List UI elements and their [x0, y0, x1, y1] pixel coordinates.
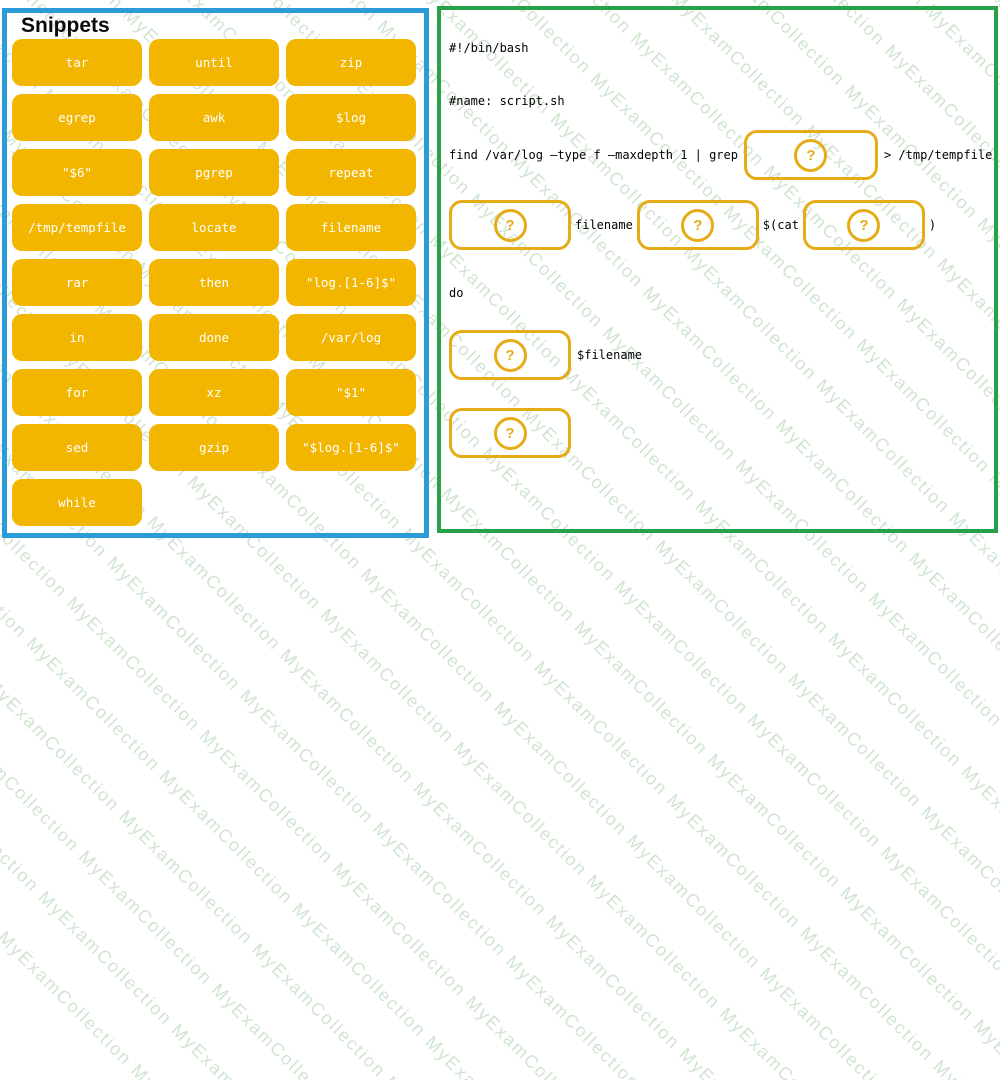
drop-zone-grep-pattern[interactable]: ?	[743, 130, 878, 180]
snippet-tile-var-log[interactable]: /var/log	[286, 314, 416, 361]
snippet-tile-tar[interactable]: tar	[12, 39, 142, 86]
find-prefix-text: find /var/log –type f –maxdepth 1 | grep	[449, 148, 738, 162]
question-mark-icon: ?	[681, 208, 715, 242]
question-mark-icon: ?	[493, 338, 527, 372]
name-comment-text: #name: script.sh	[449, 94, 565, 108]
snippet-tile-locate[interactable]: locate	[149, 204, 279, 251]
do-keyword-text: do	[449, 286, 464, 300]
snippet-tile-dollar-6[interactable]: "$6"	[12, 149, 142, 196]
question-mark-glyph: ?	[505, 346, 515, 364]
script-line-loop: ? filename ? $(cat ? )	[449, 200, 936, 250]
snippet-tile-xz[interactable]: xz	[149, 369, 279, 416]
snippet-tile-sed[interactable]: sed	[12, 424, 142, 471]
script-line-shebang: #!/bin/bash	[449, 41, 528, 55]
snippet-tile-awk[interactable]: awk	[149, 94, 279, 141]
question-mark-icon: ?	[847, 208, 881, 242]
snippet-tile-dollar-log[interactable]: $log	[286, 94, 416, 141]
drop-zone-in-operator[interactable]: ?	[636, 200, 759, 250]
close-paren-text: )	[928, 218, 937, 232]
snippet-tile-grid: tar until zip egrep awk $log "$6" pgrep …	[7, 37, 424, 526]
snippets-title: Snippets	[21, 14, 110, 37]
script-line-find: find /var/log –type f –maxdepth 1 | grep…	[449, 130, 992, 180]
snippet-tile-until[interactable]: until	[149, 39, 279, 86]
question-mark-glyph: ?	[806, 146, 816, 164]
cat-open-text: $(cat	[762, 218, 799, 232]
loop-variable-text: filename	[575, 218, 633, 232]
snippet-tile-egrep[interactable]: egrep	[12, 94, 142, 141]
snippet-tile-done[interactable]: done	[149, 314, 279, 361]
script-line-body: ? $filename	[449, 330, 642, 380]
snippet-tile-repeat[interactable]: repeat	[286, 149, 416, 196]
question-mark-icon: ?	[493, 208, 527, 242]
snippet-tile-log-1-6[interactable]: "log.[1-6]$"	[286, 259, 416, 306]
find-suffix-text: > /tmp/tempfile	[883, 148, 993, 162]
snippet-tile-while[interactable]: while	[12, 479, 142, 526]
shebang-text: #!/bin/bash	[449, 41, 529, 55]
question-mark-icon: ?	[493, 416, 527, 450]
drop-zone-loop-keyword[interactable]: ?	[449, 200, 571, 250]
script-line-do: do	[449, 286, 463, 300]
question-mark-glyph: ?	[505, 216, 515, 234]
snippet-tile-dollar-log-1-6[interactable]: "$log.[1-6]$"	[286, 424, 416, 471]
snippet-tile-zip[interactable]: zip	[286, 39, 416, 86]
drop-zone-body-command[interactable]: ?	[449, 330, 571, 380]
question-mark-icon: ?	[794, 138, 828, 172]
snippet-tile-for[interactable]: for	[12, 369, 142, 416]
drop-zone-loop-end[interactable]: ?	[449, 408, 571, 458]
snippet-tile-gzip[interactable]: gzip	[149, 424, 279, 471]
drop-zone-cat-argument[interactable]: ?	[802, 200, 925, 250]
question-mark-glyph: ?	[859, 216, 869, 234]
snippet-tile-rar[interactable]: rar	[12, 259, 142, 306]
snippets-panel: Snippets tar until zip egrep awk $log "$…	[2, 8, 429, 538]
script-line-loop-end: ?	[449, 408, 571, 458]
body-arg-text: $filename	[577, 348, 643, 362]
snippet-tile-in[interactable]: in	[12, 314, 142, 361]
snippet-tile-filename[interactable]: filename	[286, 204, 416, 251]
script-panel: #!/bin/bash #name: script.sh find /var/l…	[437, 6, 998, 533]
snippet-tile-pgrep[interactable]: pgrep	[149, 149, 279, 196]
snippet-tile-then[interactable]: then	[149, 259, 279, 306]
question-mark-glyph: ?	[505, 424, 515, 442]
script-line-name-comment: #name: script.sh	[449, 94, 565, 108]
snippet-tile-tmp-tempfile[interactable]: /tmp/tempfile	[12, 204, 142, 251]
snippet-tile-dollar-1[interactable]: "$1"	[286, 369, 416, 416]
question-mark-glyph: ?	[693, 216, 703, 234]
